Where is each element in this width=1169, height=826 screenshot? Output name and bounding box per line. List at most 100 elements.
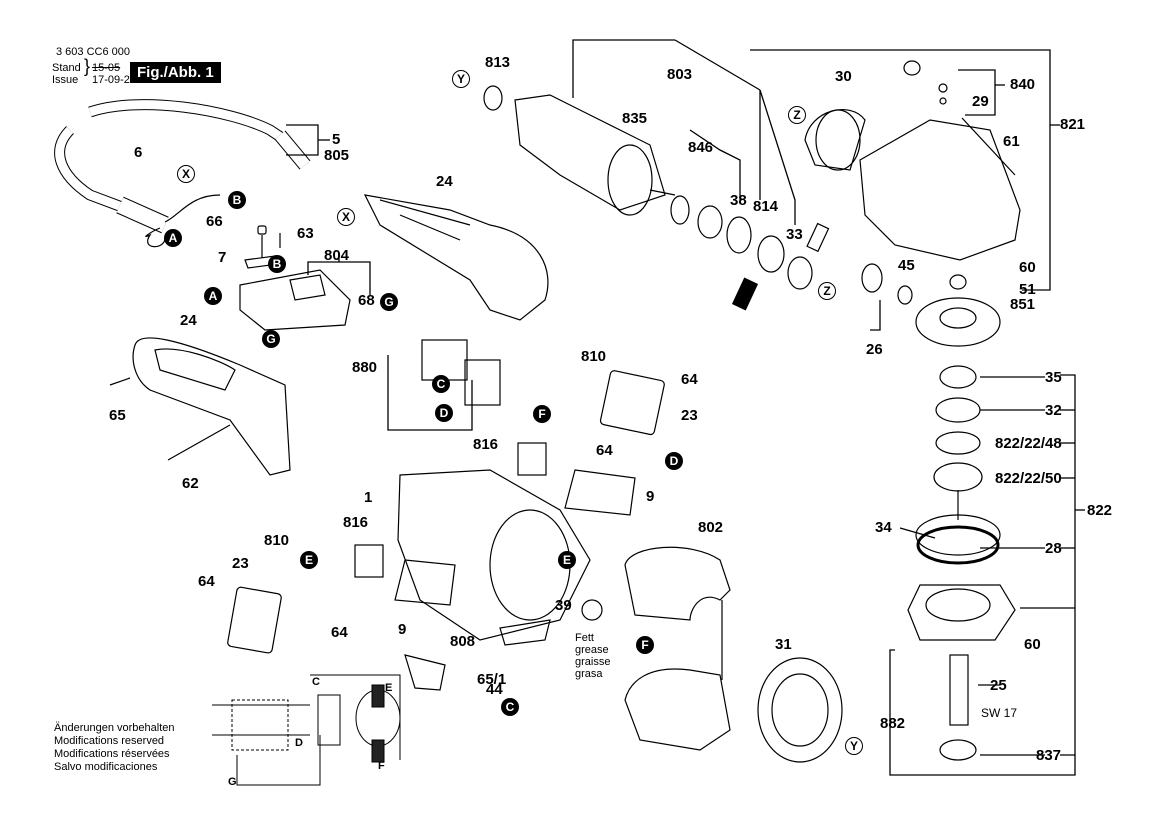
part-label: 45 [898,257,915,274]
part-label: 840 [1010,76,1036,93]
connector-x-marker: X [337,208,355,226]
stand-label: Stand [52,62,81,74]
connector-g-marker: G [380,293,398,311]
connector-y-marker: Y [845,737,863,755]
part-label: 30 [835,68,852,85]
part-label: 9 [646,488,655,505]
wiring-label-c: C [312,676,320,688]
part-label: 7 [218,249,227,266]
fan-baffle-drawing [757,657,843,763]
part-label: 814 [753,198,779,215]
issue-label: Issue [52,74,79,86]
connector-c-marker: C [432,375,450,393]
part-label: 24 [180,312,197,329]
connector-z-marker: Z [788,106,806,124]
part-label: 64 [681,371,698,388]
part-number: 3 603 CC6 000 [56,46,130,58]
switch-drawing [239,225,351,331]
part-label: 65 [109,407,126,424]
part-label: 822 [1087,502,1113,519]
part-label: 821 [1060,116,1086,133]
disclaimer-de: Änderungen vorbehalten [54,722,175,734]
connector-g-marker: G [262,330,280,348]
wrench-size-label: SW 17 [981,706,1018,720]
connector-z-marker: Z [818,282,836,300]
part-label: 25 [990,677,1007,694]
brace-glyph: } [84,56,91,76]
figure-label: Fig./Abb. 1 [130,62,221,83]
part-label: 1 [364,489,373,506]
part-label: 32 [1045,402,1062,419]
leader-lines [286,39,1085,776]
grease-note-en: grease [575,644,609,656]
disclaimer-en: Modifications reserved [54,735,165,747]
part-label: 5 [332,131,341,148]
issue-date: 17-09-29 [92,74,137,86]
part-label: 851 [1010,296,1036,313]
part-label: 60 [1019,259,1036,276]
part-label: 60 [1024,636,1041,653]
flange-stack-drawing [907,365,1016,761]
connector-a-marker: A [204,287,222,305]
part-label: 29 [972,93,989,110]
part-label: 6 [134,144,143,161]
connector-c-marker: C [501,698,519,716]
part-label: 803 [667,66,693,83]
connector-e-marker: E [558,551,576,569]
connector-y-marker: Y [452,70,470,88]
part-label: 64 [596,442,613,459]
grease-note-de: Fett [575,632,594,644]
part-label: 802 [698,519,724,536]
bearings-drawing [670,195,830,311]
part-label: 822/22/50 [995,470,1062,487]
grease-note-fr: graisse [575,656,611,668]
part-label: 63 [297,225,314,242]
part-label: 38 [730,192,747,209]
part-label: 816 [473,436,499,453]
part-label: 805 [324,147,350,164]
connector-e-marker: E [300,551,318,569]
part-label: 64 [331,624,348,641]
gear-housing-drawing [804,60,1021,261]
part-label: 31 [775,636,792,653]
part-label: 33 [786,226,803,243]
old-date: 15-05 [92,62,121,74]
part-label: 804 [324,247,350,264]
part-label: 880 [352,359,378,376]
field-coil-drawing [624,546,731,751]
part-label: 822/22/48 [995,435,1062,452]
handle-bottom-drawing [109,337,291,476]
wiring-label-d: D [295,737,303,749]
part-label: 813 [485,54,511,71]
connector-d-marker: D [665,452,683,470]
part-label: 28 [1045,540,1062,557]
part-label: 810 [264,532,290,549]
wiring-label-g: G [228,776,237,788]
disclaimer-es: Salvo modificaciones [54,761,158,773]
power-cord-drawing [54,99,311,248]
connector-d-marker: D [435,404,453,422]
disclaimer-fr: Modifications réservées [54,748,170,760]
wiring-label-f: F [378,760,385,772]
part-label: 34 [875,519,892,536]
part-label: 24 [436,173,453,190]
part-label: 65/1 [477,671,507,688]
connector-b-marker: B [228,191,246,209]
connector-a-marker: A [164,229,182,247]
connector-f-marker: F [533,405,551,423]
connector-b-marker: B [268,255,286,273]
part-label: 39 [555,597,572,614]
part-label: 35 [1045,369,1062,386]
armature-drawing [483,85,676,216]
part-label: 26 [866,341,883,358]
part-label: 66 [206,213,223,230]
part-label: 816 [343,514,369,531]
part-label: 64 [198,573,215,590]
part-label: 808 [450,633,476,650]
part-label: 846 [688,139,714,156]
part-label: 23 [681,407,698,424]
part-label: 882 [880,715,906,732]
part-label: 9 [398,621,407,638]
connector-f-marker: F [636,636,654,654]
